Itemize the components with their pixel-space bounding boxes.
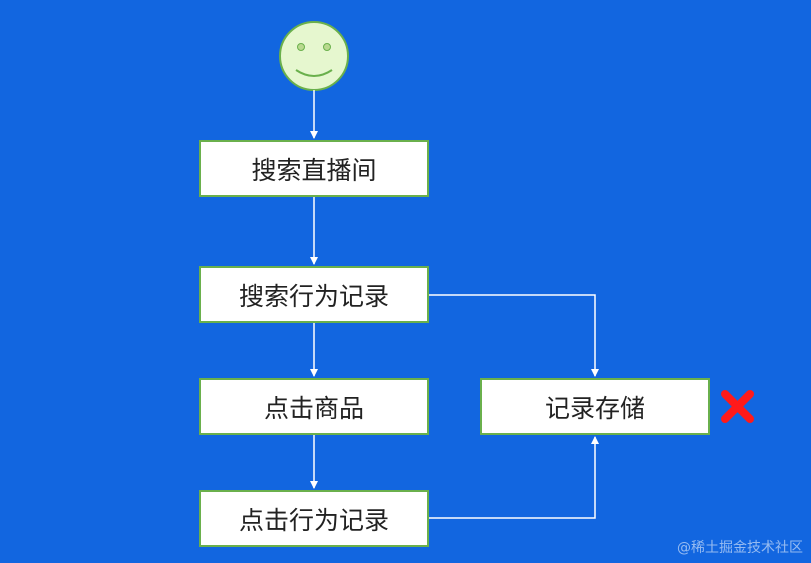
node-label: 搜索行为记录 <box>238 281 389 311</box>
smiley-face-icon <box>279 21 349 91</box>
node-label: 点击行为记录 <box>238 505 389 535</box>
node-record-storage: 记录存储 <box>480 378 710 435</box>
node-click-behavior-record: 点击行为记录 <box>199 490 429 547</box>
node-search-behavior-record: 搜索行为记录 <box>199 266 429 323</box>
red-cross-icon <box>721 390 754 423</box>
arrow-click-record-to-storage <box>429 436 599 519</box>
node-click-product: 点击商品 <box>199 378 429 435</box>
arrow-search-record-to-storage <box>429 294 599 377</box>
watermark: @稀土掘金技术社区 <box>677 540 803 556</box>
node-label: 点击商品 <box>263 393 364 423</box>
node-label: 搜索直播间 <box>251 155 377 185</box>
node-label: 记录存储 <box>544 393 645 423</box>
node-search-live-room: 搜索直播间 <box>199 140 429 197</box>
